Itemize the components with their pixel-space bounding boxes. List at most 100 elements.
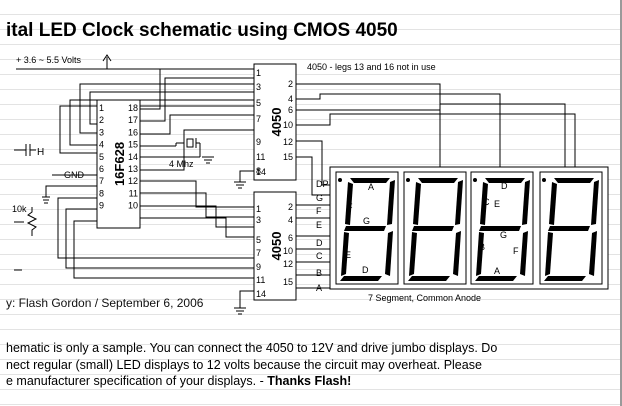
crystal-label: 4 Mhz <box>169 159 194 169</box>
switch-label: H <box>37 147 44 158</box>
mcu-pin-number: 14 <box>128 152 138 162</box>
buffer-pin-number: 3 <box>256 82 261 92</box>
segment-f <box>413 182 421 225</box>
thanks-text: Thanks Flash! <box>267 374 352 388</box>
segment-c <box>520 231 528 276</box>
buffer-pin-number: 14 <box>256 167 266 177</box>
buffer-pin-number: 8 <box>256 166 261 176</box>
mcu-label: 16F628 <box>112 142 127 186</box>
buffer-pin-number: 7 <box>256 114 261 124</box>
buffer-pin-number: 4 <box>288 215 293 225</box>
display-caption: 7 Segment, Common Anode <box>368 293 481 303</box>
buffer-pin-number: 1 <box>256 204 261 214</box>
buffer-pin-number: 15 <box>283 277 293 287</box>
mcu-pin-number: 1 <box>99 103 104 113</box>
mcu-pin-number: 9 <box>99 201 104 211</box>
segment-bus-label: F <box>316 206 322 216</box>
segment-a <box>485 178 525 183</box>
footnote-line-3-text: e manufacturer specification of your dis… <box>6 374 268 388</box>
segment-bus-label: C <box>316 251 323 261</box>
digit-3-segment-letter: A <box>494 266 500 276</box>
segment-c <box>453 231 461 276</box>
segment-e <box>545 232 553 276</box>
segment-bus-label: D <box>316 238 323 248</box>
page-edge <box>620 0 622 406</box>
footnote-line-2: nect regular (small) LED displays to 12 … <box>6 358 482 372</box>
chip-pin-labels: 1234567891817161514131211101133557799111… <box>99 68 293 299</box>
digit-1-segment-letter: E <box>345 250 351 260</box>
segment-d <box>475 276 517 281</box>
footnote-line-1: hematic is only a sample. You can connec… <box>6 341 498 355</box>
digit-3-segment-letter: C <box>483 197 490 207</box>
mcu-pin-number: 13 <box>128 164 138 174</box>
decimal-point <box>542 178 546 182</box>
buffer-pin-number: 7 <box>256 248 261 258</box>
buffer-pin-number: 6 <box>288 233 293 243</box>
buffer-chip-top <box>253 63 297 181</box>
buffer-pin-number: 9 <box>256 262 261 272</box>
segment-a <box>554 178 594 183</box>
mcu-pin-number: 4 <box>99 140 104 150</box>
segment-f <box>480 182 488 225</box>
segment-d <box>340 276 382 281</box>
segment-c <box>589 231 597 276</box>
digit-3-segment-letter: B <box>479 242 485 252</box>
buffer-pin-number: 11 <box>256 152 265 162</box>
digit-3-segment-letter: E <box>494 199 500 209</box>
mcu-chip <box>96 99 141 229</box>
digit-1-segment-letter: D <box>362 265 369 275</box>
note-4050: 4050 - legs 13 and 16 not in use <box>307 62 436 72</box>
digit-2 <box>403 171 467 285</box>
segment-e <box>476 232 484 276</box>
gnd-label: GND <box>64 170 85 180</box>
buffer-pin-number: 1 <box>256 68 261 78</box>
buffer-pin-number: 9 <box>256 137 261 147</box>
mcu-pin-number: 5 <box>99 152 104 162</box>
mcu-pin-number: 11 <box>129 188 138 198</box>
decimal-point <box>338 178 342 182</box>
mcu-pin-number: 2 <box>99 115 104 125</box>
segment-b <box>591 180 599 225</box>
digit-3-segment-letter: F <box>513 246 519 256</box>
buffer-bottom-label: 4050 <box>269 232 284 261</box>
digit-1-segment-letter: A <box>368 182 374 192</box>
segment-g <box>412 226 454 231</box>
digit-1-segment-letter: G <box>363 216 370 226</box>
decimal-point <box>406 178 410 182</box>
segment-c <box>385 231 393 276</box>
ground-symbols <box>42 156 246 315</box>
digit-4 <box>539 171 603 285</box>
segment-f <box>345 182 353 225</box>
buffer-pin-number: 12 <box>283 137 293 147</box>
buffer-pin-number: 3 <box>256 215 261 225</box>
buffer-pin-number: 15 <box>283 152 293 162</box>
segment-e <box>409 232 417 276</box>
segment-b <box>455 180 463 225</box>
segment-g <box>548 226 590 231</box>
buffer-pin-number: 6 <box>288 105 293 115</box>
wires <box>14 54 576 308</box>
buffer-pin-number: 10 <box>283 120 293 130</box>
supply-label: + 3.6 ~ 5.5 Volts <box>16 55 82 65</box>
segment-b <box>387 180 395 225</box>
seven-segment-displays <box>329 166 609 290</box>
segment-d <box>408 276 450 281</box>
mcu-pin-number: 16 <box>128 127 138 137</box>
mcu-pin-number: 15 <box>128 140 138 150</box>
decimal-point <box>473 178 477 182</box>
segment-a <box>418 178 458 183</box>
segment-g <box>344 226 386 231</box>
segment-bus-label: B <box>316 268 322 278</box>
buffer-top-label: 4050 <box>269 108 284 137</box>
mcu-pin-number: 8 <box>99 188 104 198</box>
buffer-pin-number: 12 <box>283 259 293 269</box>
buffer-chip-bottom <box>253 191 297 301</box>
byline: y: Flash Gordon / September 6, 2006 <box>6 296 204 310</box>
page-title: ital LED Clock schematic using CMOS 4050 <box>6 20 398 41</box>
digit-3 <box>470 171 534 285</box>
buffer-pin-number: 10 <box>283 246 293 256</box>
mcu-pin-number: 7 <box>99 176 104 186</box>
